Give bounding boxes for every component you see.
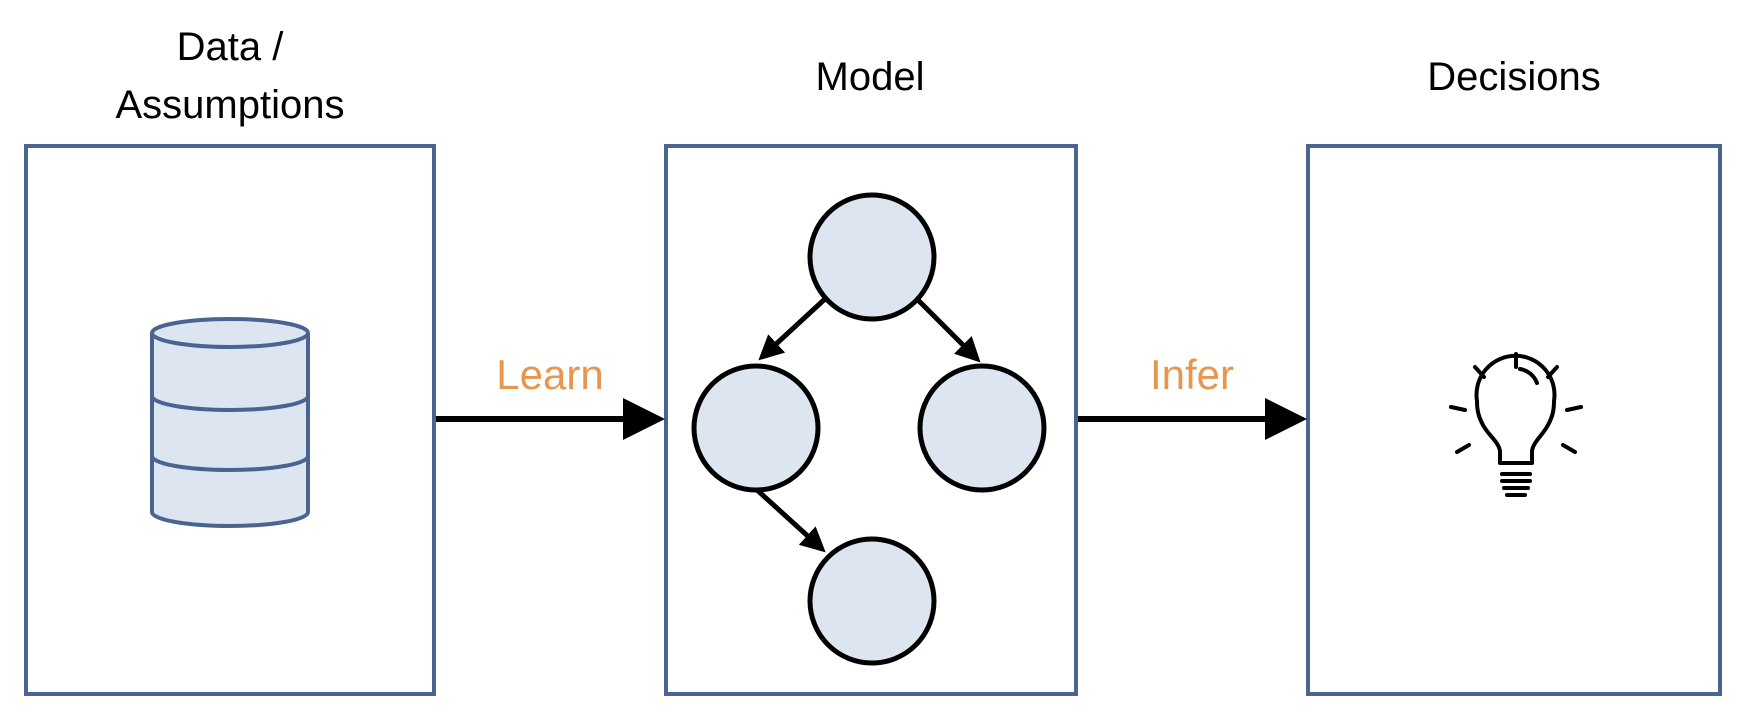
decisions-box — [1306, 144, 1722, 696]
data-heading: Data / Assumptions — [80, 18, 380, 134]
data-heading-line1: Data / — [176, 25, 284, 69]
decisions-heading: Decisions — [1427, 55, 1601, 99]
lightbulb-icon — [1449, 352, 1583, 497]
learn-label: Learn — [496, 351, 604, 398]
graph-node-root — [807, 192, 937, 322]
infer-label: Infer — [1149, 351, 1235, 398]
edge-root-right — [916, 298, 981, 363]
graph-node-left — [691, 363, 821, 493]
data-heading-line2: Assumptions — [115, 83, 345, 127]
graph-node-right — [917, 363, 1047, 493]
database-icon — [150, 317, 310, 528]
graph-node-bottom — [807, 536, 937, 666]
model-heading: Model — [815, 55, 925, 99]
edge-root-left — [758, 296, 828, 361]
edge-left-bottom — [754, 487, 826, 553]
